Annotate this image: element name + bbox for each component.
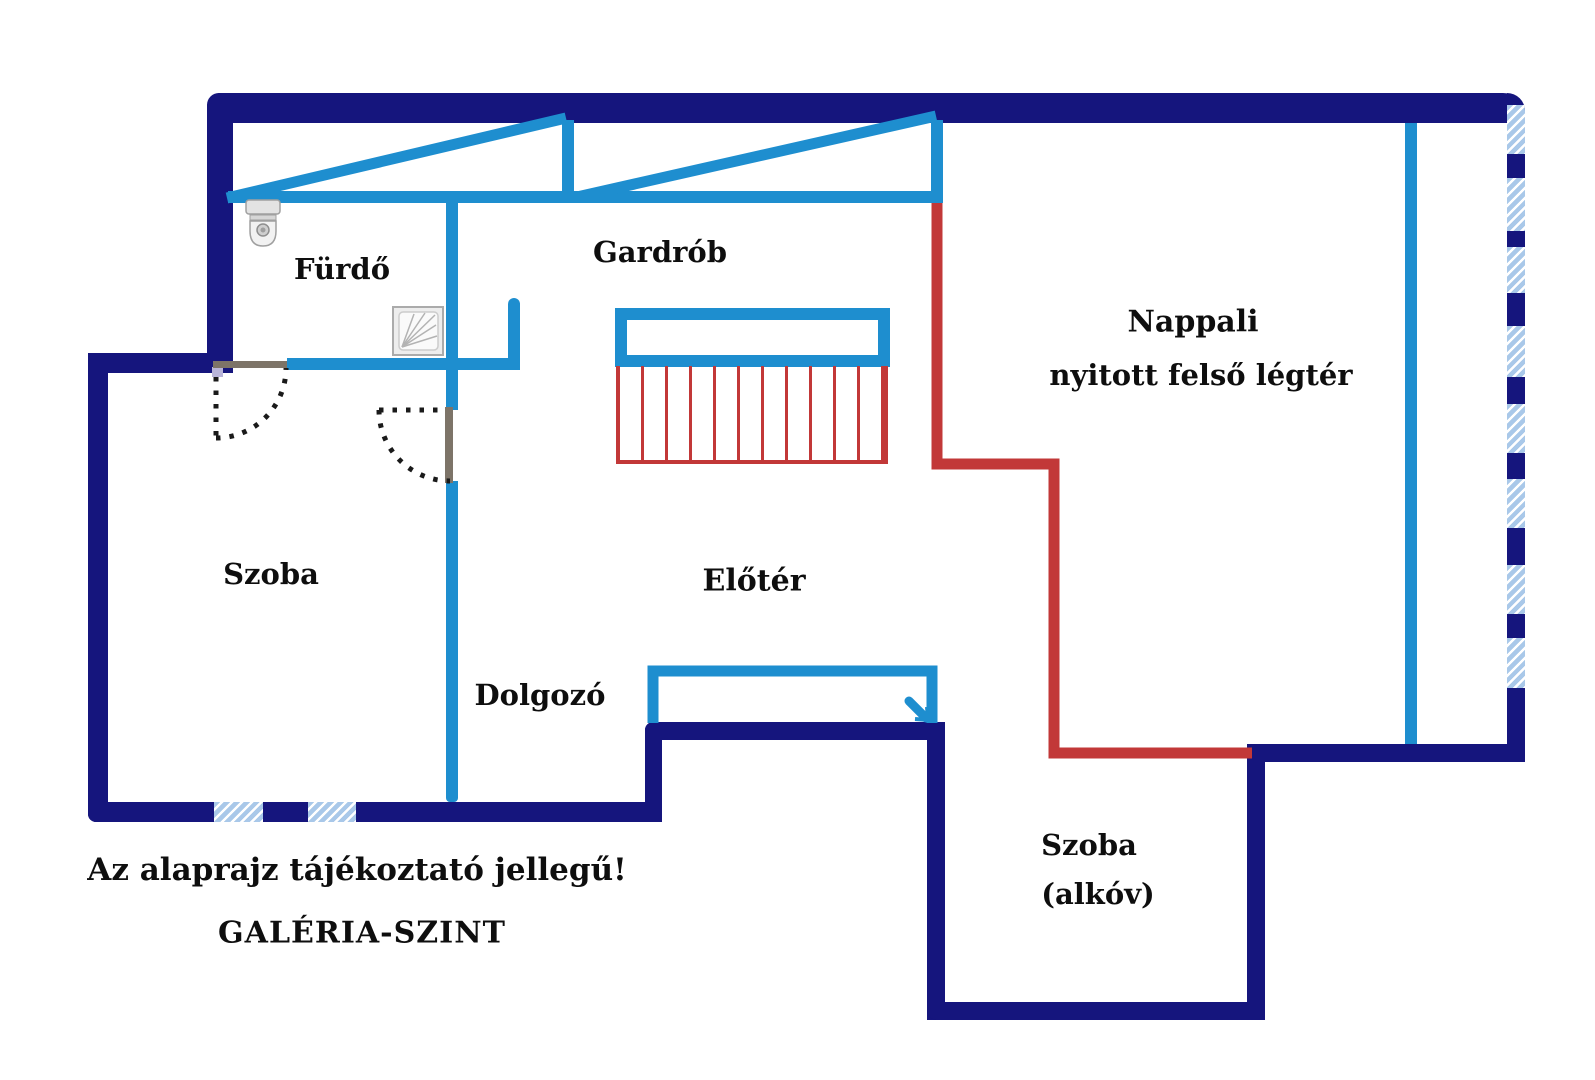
window-right-7 bbox=[1507, 565, 1525, 614]
door-swing-arc bbox=[215, 367, 289, 441]
room-label-nappali: Nappali bbox=[1127, 304, 1259, 340]
door-pivot-square bbox=[212, 367, 223, 377]
room-label-szoba: Szoba bbox=[223, 557, 319, 592]
wall-step-left bbox=[88, 353, 233, 373]
wall-step-vertical bbox=[645, 722, 662, 822]
door-swing-arc bbox=[376, 409, 451, 484]
window-right-1 bbox=[1507, 105, 1525, 154]
wall-bottom-left bbox=[88, 802, 662, 822]
wall-divider-upper bbox=[446, 197, 458, 410]
wall-eloter-bottom bbox=[645, 722, 943, 740]
stairs-hatch bbox=[616, 366, 888, 464]
wall-alkov-right bbox=[1247, 744, 1265, 1020]
wardrobe-closet-outline bbox=[615, 308, 890, 367]
wall-left-upper bbox=[207, 93, 233, 372]
wall-right bbox=[1507, 93, 1525, 762]
wall-bathroom-south bbox=[287, 358, 520, 370]
window-bottom-2 bbox=[308, 802, 356, 822]
door-leaf-bathroom bbox=[213, 361, 287, 368]
window-right-3 bbox=[1507, 247, 1525, 293]
wall-top bbox=[207, 93, 1525, 123]
wall-gallery-edge bbox=[1405, 123, 1417, 744]
wall-alkov-bottom bbox=[927, 1002, 1265, 1020]
stair-void-curb bbox=[647, 665, 938, 723]
wall-alkov-left bbox=[927, 722, 945, 1020]
room-label-gardrob: Gardrób bbox=[592, 235, 728, 270]
window-right-2 bbox=[1507, 178, 1525, 231]
window-right-6 bbox=[1507, 479, 1525, 528]
window-bottom-1 bbox=[214, 802, 263, 822]
window-right-8 bbox=[1507, 638, 1525, 688]
room-sublabel-alkov: (alkóv) bbox=[1041, 877, 1155, 912]
window-right-5 bbox=[1507, 404, 1525, 453]
roof-slope-line-right bbox=[575, 110, 938, 203]
roof-slope-line-left bbox=[225, 112, 568, 204]
door-leaf-szoba bbox=[445, 407, 453, 483]
wall-gallery-beam bbox=[228, 191, 943, 203]
stairs-down-arrowhead bbox=[914, 706, 931, 723]
room-label-dolgozo: Dolgozó bbox=[474, 678, 606, 713]
room-label-eloter: Előtér bbox=[702, 563, 806, 599]
wall-gardrob-right-post bbox=[931, 120, 943, 203]
room-label-furdo: Fürdő bbox=[293, 252, 391, 287]
wall-divider-lower bbox=[446, 481, 458, 802]
shower-tray-icon bbox=[392, 306, 444, 356]
wall-nappali-bottom bbox=[1247, 744, 1525, 762]
level-title: GALÉRIA-SZINT bbox=[218, 915, 506, 951]
gallery-railing bbox=[931, 203, 1252, 759]
disclaimer-text: Az alaprajz tájékoztató jellegű! bbox=[87, 851, 627, 888]
wall-bathroom-stub bbox=[508, 298, 520, 370]
room-label-szoba-alkov: Szoba bbox=[1041, 828, 1137, 863]
toilet-icon bbox=[245, 199, 281, 247]
wall-gardrob-left-post bbox=[562, 120, 574, 203]
room-sublabel-nappali: nyitott felső légtér bbox=[1049, 358, 1353, 393]
window-right-4 bbox=[1507, 326, 1525, 377]
wall-left-lower bbox=[88, 353, 108, 822]
stairs-down-arrow-icon bbox=[904, 696, 931, 723]
